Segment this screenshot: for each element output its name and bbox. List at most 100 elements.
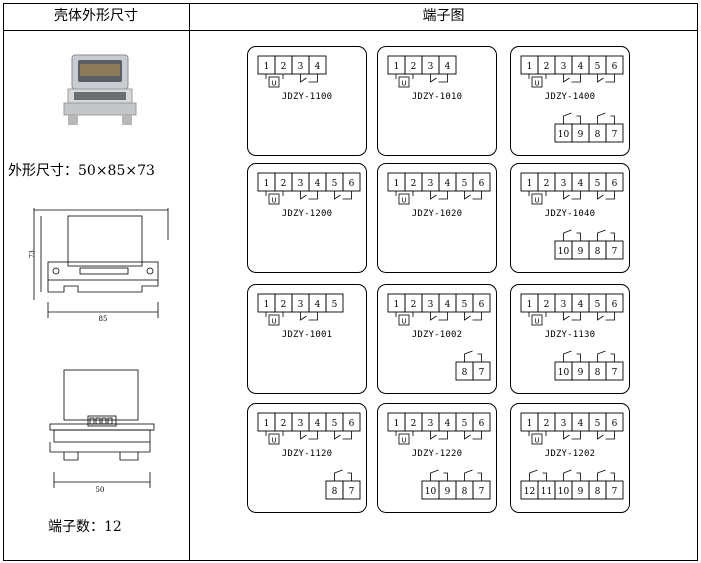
- terminal-number: 8: [595, 368, 601, 378]
- terminal-number: 5: [462, 419, 468, 429]
- contact-symbol: [300, 191, 318, 200]
- terminal-number: 1: [264, 62, 270, 72]
- terminal-number: 4: [315, 179, 321, 189]
- model-label: JDZY-1130: [544, 330, 596, 340]
- terminal-number: 2: [281, 62, 287, 72]
- terminal-number: 4: [578, 300, 584, 310]
- terminal-number: 2: [281, 300, 287, 310]
- contact-symbol: [300, 431, 318, 440]
- terminal-number: 12: [524, 487, 535, 497]
- terminal-number: 5: [595, 179, 601, 189]
- terminal-number: 8: [595, 130, 601, 140]
- terminal-number: 2: [411, 300, 417, 310]
- coil-lead: [528, 312, 547, 317]
- product-photo: [63, 54, 137, 125]
- coil-letter: U: [271, 197, 276, 205]
- coil-lead: [528, 74, 547, 79]
- terminal-number: 1: [264, 300, 270, 310]
- terminal-number: 4: [315, 300, 321, 310]
- terminal-number: 4: [445, 300, 451, 310]
- terminal-number: 1: [527, 419, 533, 429]
- contact-symbol: [597, 469, 615, 481]
- terminal-number: 3: [561, 62, 567, 72]
- coil-symbol: [531, 433, 543, 445]
- contact-symbol: [430, 312, 448, 321]
- contact-symbol: [334, 469, 352, 481]
- coil-lead: [395, 431, 414, 436]
- terminal-number: 1: [264, 419, 270, 429]
- coil-symbol: [531, 76, 543, 88]
- model-label: JDZY-1040: [544, 209, 596, 219]
- terminal-number: 4: [445, 62, 451, 72]
- terminal-number: 5: [332, 300, 338, 310]
- contact-symbol: [563, 229, 581, 241]
- terminal-number: 4: [578, 419, 584, 429]
- coil-lead: [528, 431, 547, 436]
- contact-symbol: [597, 229, 615, 241]
- contact-symbol: [597, 312, 615, 321]
- coil-letter: U: [271, 437, 276, 445]
- terminal-number: 3: [428, 179, 434, 189]
- terminal-number: 6: [479, 179, 485, 189]
- terminal-number: 1: [394, 419, 400, 429]
- width-dimension-label: 50: [96, 486, 105, 494]
- contact-symbol: [464, 350, 482, 362]
- terminal-number: 3: [428, 300, 434, 310]
- contact-symbol: [334, 191, 352, 200]
- coil-symbol: [268, 433, 280, 445]
- terminal-number: 2: [544, 300, 550, 310]
- terminal-number: 5: [462, 179, 468, 189]
- terminal-number: 9: [578, 247, 584, 257]
- coil-letter: U: [534, 197, 539, 205]
- terminal-number: 8: [595, 487, 601, 497]
- terminal-number: 2: [411, 62, 417, 72]
- contact-symbol: [430, 74, 448, 83]
- terminal-number: 3: [298, 179, 304, 189]
- terminal-number: 4: [315, 419, 321, 429]
- coil-symbol: [398, 433, 410, 445]
- coil-lead: [395, 74, 414, 79]
- terminal-number: 1: [527, 300, 533, 310]
- coil-letter: U: [401, 197, 406, 205]
- contact-symbol: [529, 469, 547, 481]
- model-label: JDZY-1100: [281, 92, 333, 102]
- contact-symbol: [464, 431, 482, 440]
- coil-lead: [528, 191, 547, 196]
- terminal-number: 3: [298, 62, 304, 72]
- coil-symbol: [398, 314, 410, 326]
- contact-symbol: [563, 431, 581, 440]
- model-label: JDZY-1020: [411, 209, 463, 219]
- terminal-number: 4: [445, 179, 451, 189]
- terminal-number: 6: [612, 62, 618, 72]
- terminal-number: 3: [428, 419, 434, 429]
- terminal-number: 6: [479, 300, 485, 310]
- terminal-number: 7: [612, 487, 618, 497]
- coil-symbol: [268, 314, 280, 326]
- terminal-number: 2: [411, 179, 417, 189]
- terminal-number: 5: [595, 300, 601, 310]
- coil-symbol: [531, 314, 543, 326]
- side-view-drawing: [33, 208, 169, 318]
- terminal-number: 8: [462, 368, 468, 378]
- contact-symbol: [563, 74, 581, 83]
- terminal-number: 10: [558, 368, 570, 378]
- header-housing-dimensions: 壳体外形尺寸: [54, 8, 138, 24]
- terminal-number: 6: [479, 419, 485, 429]
- coil-letter: U: [271, 318, 276, 326]
- terminal-number: 6: [612, 419, 618, 429]
- coil-letter: U: [401, 437, 406, 445]
- terminal-number: 5: [332, 419, 338, 429]
- contact-symbol: [300, 74, 318, 83]
- contact-symbol: [597, 112, 615, 124]
- terminal-number: 2: [544, 62, 550, 72]
- coil-symbol: [268, 193, 280, 205]
- terminal-number: 7: [479, 487, 485, 497]
- contact-symbol: [563, 350, 581, 362]
- terminal-number: 2: [544, 179, 550, 189]
- terminal-cell: [325, 293, 344, 313]
